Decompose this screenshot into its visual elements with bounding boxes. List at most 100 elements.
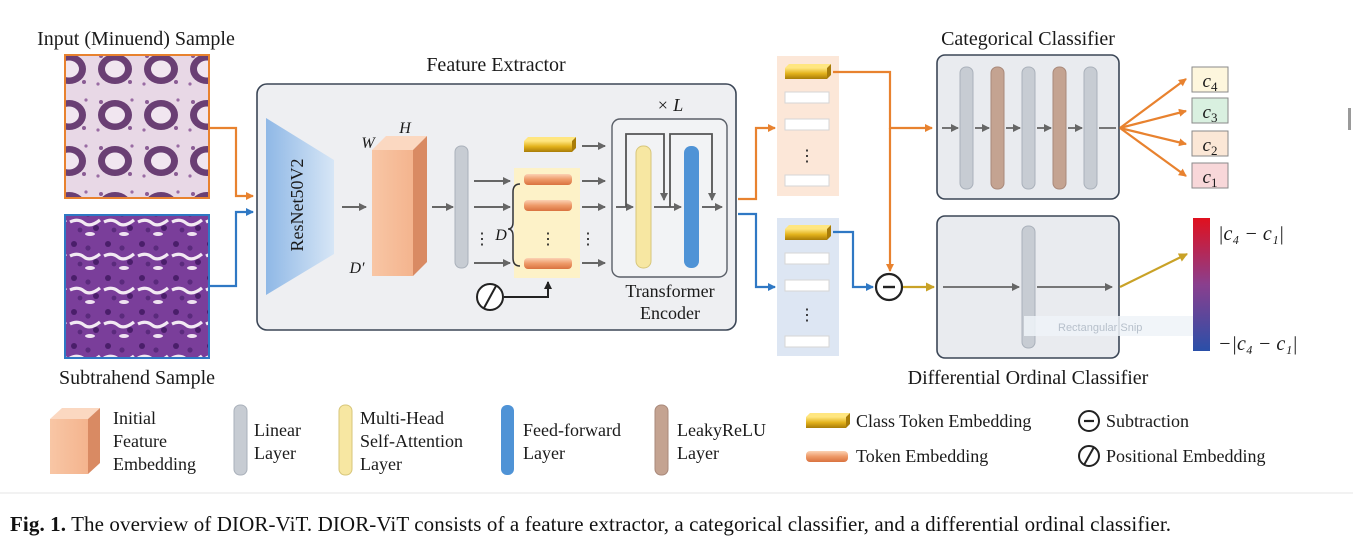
legend-mhsa-line1: Multi-Head [360,408,444,428]
subtrahend-class-to-subtraction [833,230,874,291]
token-ellipsis-right: ⋮ [580,231,596,248]
token-ellipsis-left: ⋮ [474,231,490,248]
legend-positional-icon [1078,445,1100,467]
subtrahend-token-1 [784,252,830,265]
to-c4-arrow [1119,78,1187,129]
subtrahend-token-n [784,335,830,348]
snip-overlay-label: Rectangular Snip [1058,322,1142,334]
legend-initial-feature-swatch [50,408,100,474]
dim-d-label: D [494,227,507,244]
legend-feedforward-swatch [501,405,514,475]
minuend-arrow [210,126,254,200]
minuend-class-to-classifier [833,70,933,132]
categorical-classifier-title: Categorical Classifier [941,28,1115,50]
subtrahend-token-ellipsis: ⋮ [799,307,815,324]
legend-mhsa-line2: Self-Attention [360,431,463,451]
minuend-token-1 [784,91,830,104]
subtrahend-arrow [210,208,254,288]
class-c3-box [1191,97,1229,124]
extractor-to-subtrahend-tokens [738,212,776,291]
minuend-token-n [784,174,830,187]
feature-extractor-title: Feature Extractor [426,54,566,76]
legend-leaky-line2: Layer [677,443,719,463]
range-top-label: |c₄ − c₁| [1218,223,1284,245]
transformer-label-line2: Encoder [640,303,700,323]
transformer-label-line1: Transformer [625,281,714,301]
to-c3-arrow [1119,108,1187,130]
differential-classifier-title: Differential Ordinal Classifier [908,367,1149,389]
minuend-class-token [785,64,831,79]
cat-linear-2 [1021,66,1036,190]
positional-embedding-icon [476,283,504,311]
class-c1-box [1191,162,1229,189]
legend-ff-line2: Layer [523,443,565,463]
to-c2-arrow [1119,126,1187,147]
resnet-block [266,118,334,295]
token-brace [507,183,521,267]
legend-token-label: Token Embedding [856,446,988,466]
legend-subtraction-icon [1078,410,1100,432]
legend-initial-feature-line2: Feature [113,431,167,451]
legend-initial-feature-line1: Initial [113,408,156,428]
minuend-token-2 [784,118,830,131]
legend-linear-line1: Linear [254,420,301,440]
legend-positional-label: Positional Embedding [1106,446,1266,466]
token-embedding-2 [524,200,572,211]
figure-caption: Fig. 1. The overview of DIOR-ViT. DIOR-V… [10,512,1345,537]
dim-w-label: W [361,135,376,152]
legend-class-token-swatch [806,413,850,428]
legend-leaky-swatch [654,404,669,476]
cat-leaky-1 [990,66,1005,190]
legend-ff-line1: Feed-forward [523,420,621,440]
class-c4-box [1191,66,1229,93]
feature-linear-layer [454,145,469,269]
class-c2-label: c2 [1203,135,1218,158]
legend-linear-swatch [233,404,248,476]
legend-class-token-label: Class Token Embedding [856,411,1031,431]
positional-arrow [504,281,552,298]
dim-h-label: H [398,120,412,137]
class-c1-label: c1 [1203,167,1218,190]
legend-subtraction-label: Subtraction [1106,411,1189,431]
diff-to-scale-arrow [1119,253,1188,288]
minuend-token-ellipsis: ⋮ [799,148,815,165]
snip-overlay [1024,316,1194,336]
class-c3-label: c3 [1203,102,1218,125]
token-embedding-1 [524,174,572,185]
score-gradient-bar [1193,218,1210,351]
cat-leaky-2 [1052,66,1067,190]
token-embedding-n [524,258,572,269]
legend-leaky-line1: LeakyReLU [677,420,766,440]
cat-linear-1 [959,66,974,190]
to-c1-arrow [1119,127,1187,177]
class-c4-label: c4 [1203,71,1218,94]
minuend-sample-image [64,54,210,199]
range-bottom-label: −|c₄ − c₁| [1218,333,1298,355]
class-c2-box [1191,130,1229,157]
subtrahend-sample-image [64,214,210,359]
legend-mhsa-swatch [338,404,353,476]
input-sample-label: Input (Minuend) Sample [37,28,235,50]
legend-token-swatch [806,451,848,462]
feedforward-layer [684,146,699,268]
window-edge-marker [1348,108,1351,130]
subtrahend-sample-label: Subtrahend Sample [59,367,215,389]
residual-skip-1 [625,133,668,207]
cat-linear-3 [1083,66,1098,190]
legend-mhsa-line3: Layer [360,454,402,474]
extractor-to-minuend-tokens [738,124,776,201]
subtrahend-token-2 [784,279,830,292]
subtraction-icon [874,272,904,302]
caption-label: Fig. 1. [10,512,67,536]
subtrahend-class-token [785,225,831,240]
initial-feature-cube [372,136,427,276]
caption-text: The overview of DIOR-ViT. DIOR-ViT consi… [71,512,1172,536]
residual-skip-2 [669,133,716,207]
legend-initial-feature-line3: Embedding [113,454,196,474]
dim-d-prime-label: D′ [348,260,365,277]
times-l-label: × L [657,95,684,115]
resnet-label: ResNet50V2 [287,159,307,252]
attention-layer [635,145,652,269]
legend-linear-line2: Layer [254,443,296,463]
